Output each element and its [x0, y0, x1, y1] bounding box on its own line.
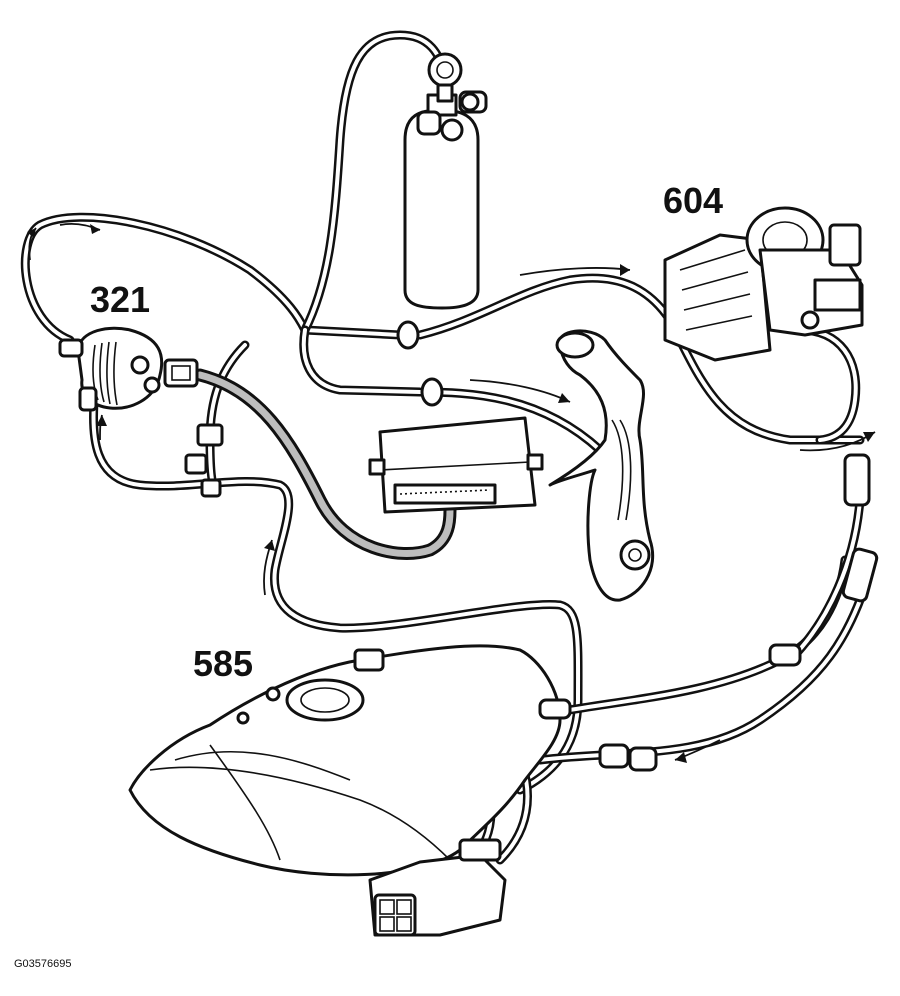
throttle-body-604 — [663, 206, 864, 362]
callout-604: 604 — [663, 180, 723, 221]
intake-manifold — [548, 329, 655, 602]
filler-connectors — [538, 453, 879, 772]
callout-585: 585 — [193, 643, 253, 684]
hose-fittings — [396, 320, 444, 407]
flow-arrows — [27, 222, 876, 763]
control-module — [368, 416, 544, 514]
purge-valve-321 — [58, 326, 199, 412]
nitrogen-cylinder — [403, 52, 488, 310]
harness-connector — [368, 838, 507, 937]
fuel-tank-585 — [128, 644, 562, 877]
pressure-sensor — [184, 423, 224, 498]
figure-id: G03576695 — [14, 958, 72, 970]
pressure-gauge-icon — [427, 52, 463, 88]
callout-321: 321 — [90, 279, 150, 320]
